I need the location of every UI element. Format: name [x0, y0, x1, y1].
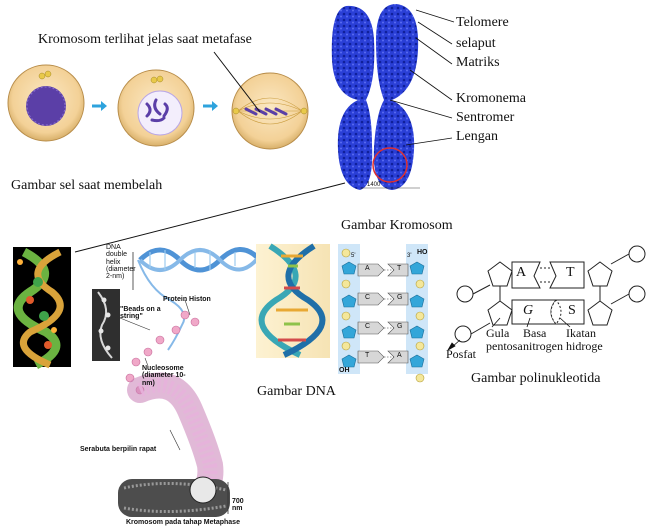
beads-label: "Beads on a string" [120, 306, 161, 321]
coiled-fiber [127, 372, 224, 503]
poly-base-s: S [568, 303, 576, 318]
label-posfat: Posfat [446, 347, 476, 361]
polynucleotide-diagram [454, 245, 646, 343]
label-ikatan-hidrogen: Ikatan hidroge [566, 326, 603, 353]
base-left-1: A [365, 265, 370, 272]
chromosome-scale: 1400 [367, 182, 381, 188]
base-right-1: T [397, 265, 402, 272]
dna-ladder [338, 244, 428, 383]
metaphase-chromosome-label: Kromosom pada tahap Metaphase [126, 519, 240, 526]
chromosome-leader-lines [389, 9, 455, 146]
base-right-2: G [397, 294, 403, 301]
base-right-3: G [397, 323, 403, 330]
label-basa-nitrogen: Basa nitrogen [523, 326, 563, 353]
protein-label: Protein Histon [163, 296, 211, 303]
poly-base-t: T [566, 265, 575, 280]
arrow-1 [92, 101, 107, 111]
metaphase-chromosome-photo [118, 476, 230, 517]
polynucleotide-caption: Gambar polinukleotida [471, 371, 601, 386]
base-left-2: C [365, 294, 371, 301]
coiled-fiber-label: Serabuta berpilin rapat [80, 446, 157, 453]
label-oh: OH [339, 367, 350, 374]
dna-caption: Gambar DNA [257, 384, 336, 399]
label-telomere: Telomere [456, 15, 509, 30]
base-left-4: T [365, 352, 370, 359]
dna-helix-label: DNA double helix (diameter 2-nm) [106, 244, 136, 281]
polynucleotide-pointers [446, 317, 571, 352]
label-gula-pentosa: Gula pentosa [486, 326, 523, 353]
cell-prometaphase [117, 69, 195, 147]
label-5prime: 5' [351, 253, 356, 259]
label-lengan: Lengan [456, 129, 498, 144]
chromosome-caption: Gambar Kromosom [341, 218, 453, 233]
label-selaput: selaput [456, 36, 496, 51]
metaphase-caption: Kromosom terlihat jelas saat metafase [38, 32, 252, 47]
label-sentromer: Sentromer [456, 110, 515, 125]
chromosome-image [331, 4, 420, 190]
packing-pointer-lines [119, 299, 191, 451]
label-kromonema: Kromonema [456, 91, 526, 106]
metaphase-pointer-line [213, 51, 261, 113]
poly-base-a: A [516, 265, 527, 280]
size-label: 700 nm [232, 498, 244, 513]
base-left-3: C [365, 323, 371, 330]
cell-metaphase [231, 72, 309, 150]
label-matriks: Matriks [456, 55, 500, 70]
label-3prime: 3' [407, 253, 412, 259]
arrow-2 [203, 101, 218, 111]
chromosome-to-dna-line [74, 182, 346, 253]
poly-base-g: G [523, 303, 534, 318]
beads-photo [92, 289, 120, 361]
dna-molecular-model [13, 247, 71, 370]
cell-prophase [7, 64, 85, 142]
label-ho: HO [417, 249, 428, 256]
cell-division-caption: Gambar sel saat membelah [11, 178, 163, 193]
base-right-4: A [397, 352, 402, 359]
nucleosome-label: Nucleosome (diameter 10-nm) [142, 365, 186, 387]
dna-color-helix [256, 243, 330, 358]
